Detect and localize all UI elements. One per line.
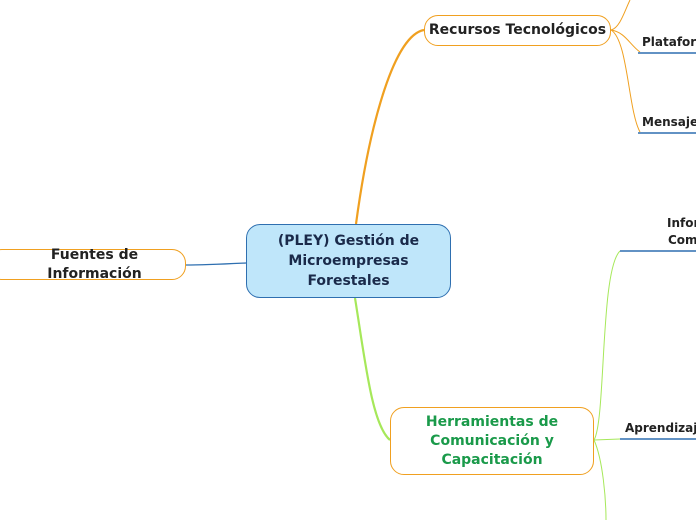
central-topic[interactable]: (PLEY) Gestión de Microempresas Forestal… [246,224,451,298]
topic-recursos-tecnologicos[interactable]: Recursos Tecnológicos [424,15,611,46]
subtopic-informacion-line2: Com [668,233,696,247]
subtopic-mensajeria[interactable]: Mensajer [642,115,696,129]
topic-fuentes-informacion[interactable]: Fuentes de Información [0,247,186,282]
link-central-fuentes [185,262,247,266]
topic-herramientas-label: Herramientas de Comunicación y Capacitac… [425,413,559,468]
link-herr-informacion [593,250,621,441]
subtopic-informacion[interactable]: Infor Com [667,215,696,249]
subtopic-plataformas[interactable]: Plataforn [642,35,696,49]
link-central-recursos [354,28,425,225]
topic-fuentes-label: Fuentes de Información [47,246,142,282]
link-herr-bottom [593,439,607,520]
subtopic-mensajeria-label: Mensajer [642,115,696,129]
subtopic-aprendizaje[interactable]: Aprendizaje [625,421,696,435]
link-central-herramientas [353,297,391,441]
link-herr-aprendizaje [593,438,621,441]
link-recursos-top [610,0,631,31]
subtopic-informacion-line1: Infor [667,216,696,230]
link-recursos-plataformas [610,29,641,53]
subtopic-plataformas-label: Plataforn [642,35,696,49]
topic-recursos-label: Recursos Tecnológicos [428,22,607,38]
link-recursos-mensajeria [610,29,641,133]
central-topic-label: (PLEY) Gestión de Microempresas Forestal… [277,233,420,289]
subtopic-aprendizaje-label: Aprendizaje [625,421,696,435]
topic-herramientas-comunicacion[interactable]: Herramientas de Comunicación y Capacitac… [390,407,594,475]
